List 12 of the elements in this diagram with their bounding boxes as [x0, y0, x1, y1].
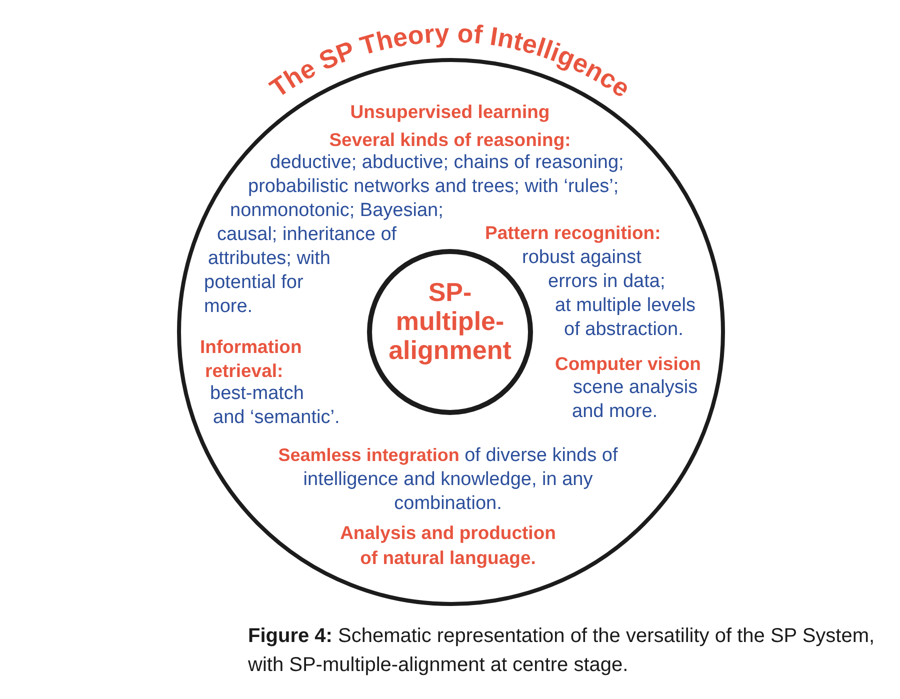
section-heading: Analysis and production of natural language.	[340, 522, 556, 568]
body-text: best-match and ‘semantic’.	[210, 383, 340, 428]
body-text: Seamless integration of diverse kinds of intelligence and knowledge, in any combination.	[278, 445, 618, 514]
body-text: deductive; abductive; chains of reasoning; probabilistic networks and trees; with ‘rules’; nonmonotonic; Bayesian;	[230, 152, 624, 221]
section-heading: Computer vision	[555, 353, 701, 374]
body-text: scene analysis and more.	[572, 377, 698, 422]
section-heading: Unsupervised learning	[350, 101, 550, 122]
body-text: robust against errors in data; at multiple levels of abstraction.	[522, 247, 696, 340]
section-heading: Pattern recognition:	[485, 222, 661, 243]
section-heading: Information retrieval:	[200, 336, 302, 381]
section-heading: Several kinds of reasoning:	[329, 129, 571, 150]
figure-caption: Figure 4: Schematic representation of the versatility of the SP System, with SP-multiple-alignment at centre stage.	[248, 624, 876, 678]
